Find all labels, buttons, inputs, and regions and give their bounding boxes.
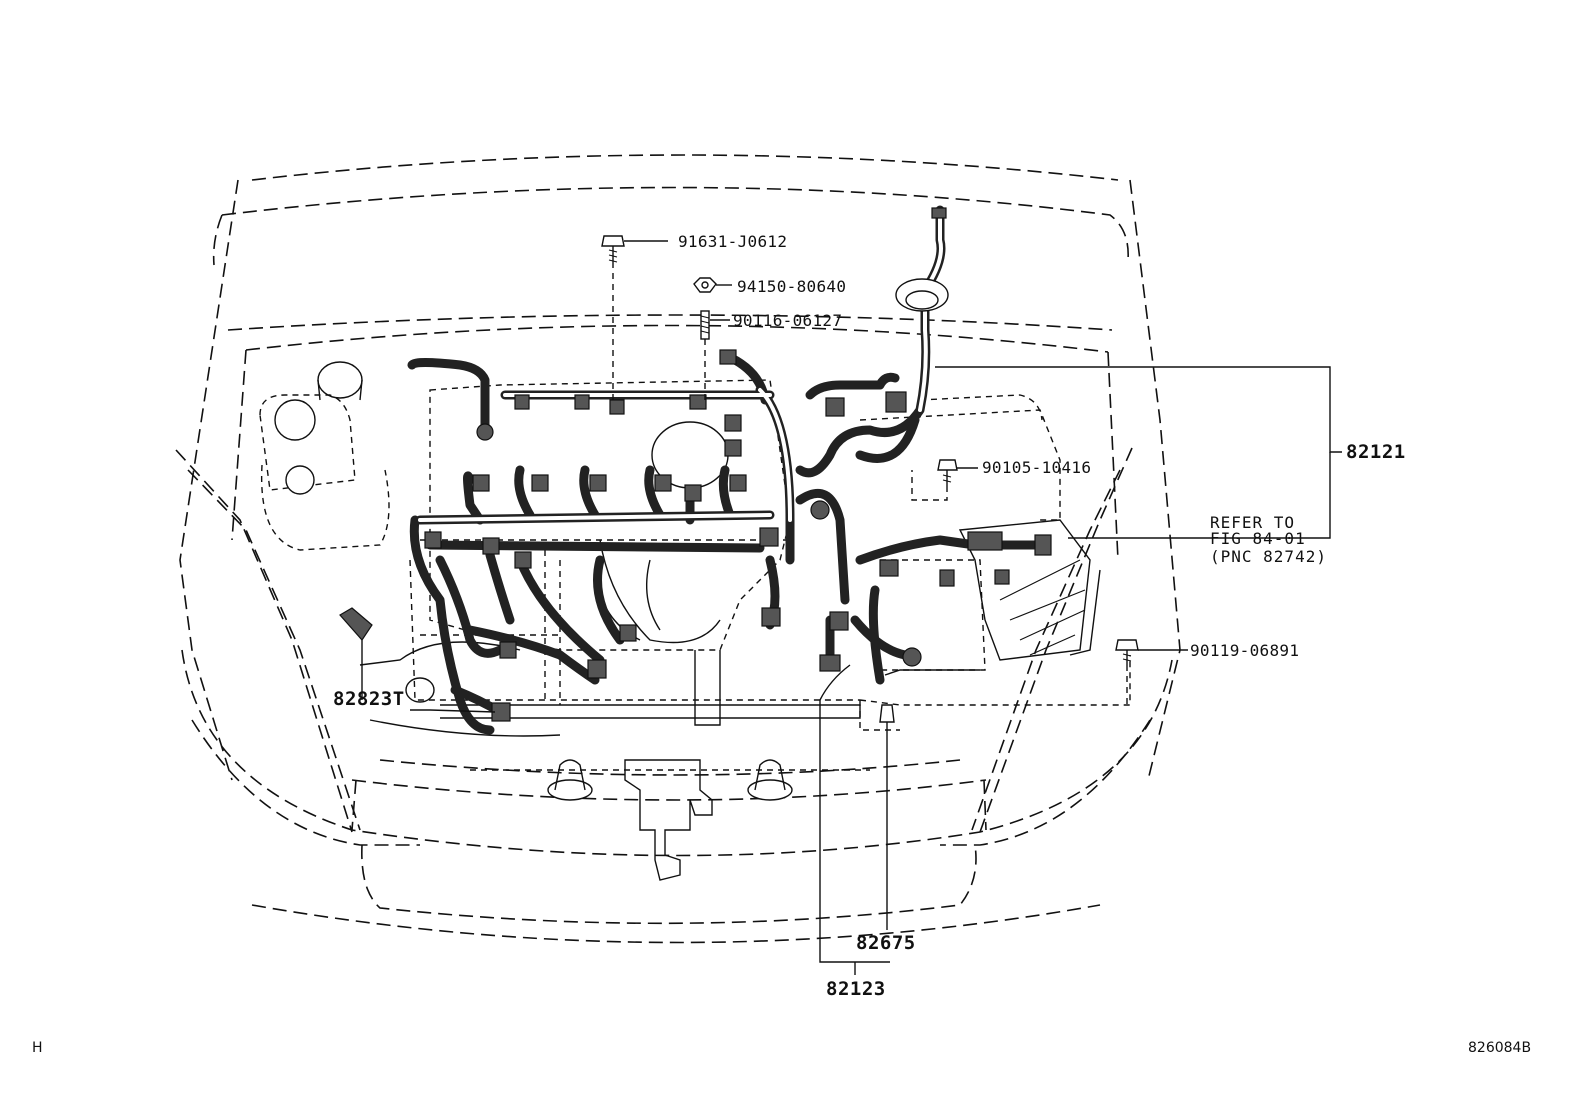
refer-note-line-2[interactable]: FIG 84-01	[1210, 529, 1306, 548]
part-label-90116-06127[interactable]: 90116-06127	[733, 311, 843, 330]
refer-note-line-3: (PNC 82742)	[1210, 547, 1327, 566]
part-label-90119-06891[interactable]: 90119-06891	[1190, 641, 1300, 660]
leader-lines	[361, 240, 1342, 975]
part-label-82823t[interactable]: 82823T	[333, 688, 405, 710]
fasteners	[601, 235, 1139, 740]
wire-harness	[407, 205, 1045, 735]
vehicle-body-outline	[175, 154, 1181, 944]
engine-compartment-components	[259, 361, 1131, 881]
part-label-82123[interactable]: 82123	[826, 978, 886, 1000]
part-label-90105-10416[interactable]: 90105-10416	[982, 458, 1092, 477]
connectors	[339, 349, 1052, 722]
part-label-91631-j0612[interactable]: 91631-J0612	[678, 232, 788, 251]
part-label-82675[interactable]: 82675	[856, 932, 916, 954]
part-label-94150-80640[interactable]: 94150-80640	[737, 277, 847, 296]
corner-mark: H	[32, 1040, 43, 1056]
part-label-82121[interactable]: 82121	[1346, 441, 1406, 463]
figure-code: 826084B	[1468, 1040, 1532, 1056]
refer-note-line-1: REFER TO	[1210, 513, 1296, 532]
